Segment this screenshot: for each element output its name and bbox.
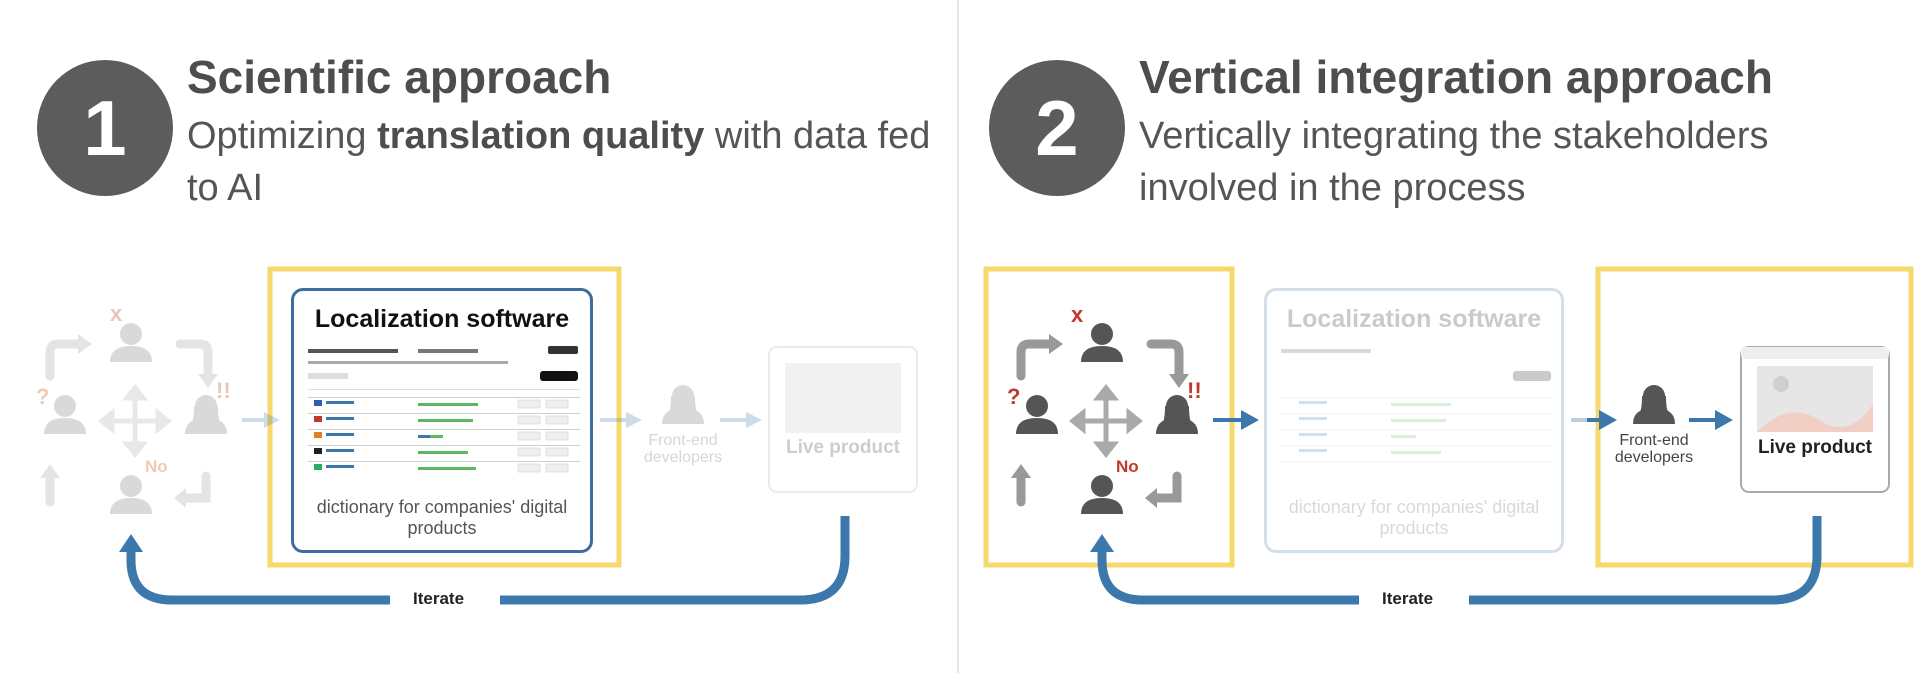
live-product-label: Live product [1757, 437, 1872, 458]
subtitle-emphasis: translation quality [377, 115, 705, 157]
alarm-marker: !! [1187, 378, 1202, 403]
iterate-label: Iterate [405, 589, 473, 609]
move-icon [97, 383, 173, 459]
panel-subtitle: Optimizing translation quality with data… [187, 110, 947, 214]
stakeholder-cluster [40, 323, 227, 514]
software-caption: dictionary for companies' digital produc… [316, 497, 568, 538]
person-icon [1016, 395, 1058, 434]
vertical-integration-panel: 2 Vertical integration approach Vertical… [959, 0, 1917, 673]
developers-label: Front-end developers [643, 432, 723, 466]
cycle-arrow-icon [179, 471, 211, 503]
cycle-arrow-icon [45, 339, 83, 381]
cycle-arrow-icon [1016, 339, 1054, 381]
person-icon [1081, 323, 1123, 362]
localization-software-card: Localization software d [1264, 288, 1564, 553]
alarm-marker: !! [216, 378, 231, 403]
localization-software-card: Localization software [291, 288, 593, 553]
highlight-frame [983, 266, 1235, 568]
rejection-marker: x [110, 301, 123, 326]
software-caption: dictionary for companies' digital produc… [1288, 497, 1540, 538]
highlight-frame [1595, 266, 1914, 568]
panel-title: Scientific approach [187, 51, 612, 103]
flow-arrow [242, 412, 762, 428]
software-title: Localization software [314, 305, 570, 333]
step-number-circle: 1 [37, 60, 173, 196]
cycle-arrow-icon [1146, 339, 1184, 381]
panel-title: Vertical integration approach [1139, 51, 1773, 103]
question-marker: ? [36, 384, 49, 409]
flow-arrow [1213, 410, 1733, 430]
iterate-loop-arrow [126, 516, 850, 605]
live-product-label: Live product [785, 437, 900, 458]
subtitle-text: Optimizing [187, 115, 378, 157]
person-icon [110, 323, 152, 362]
iterate-loop-arrow [1097, 516, 1822, 605]
refusal-marker: No [145, 457, 168, 476]
rejection-marker: x [1071, 302, 1084, 327]
highlight-frame [267, 266, 622, 568]
software-title: Localization software [1286, 305, 1542, 333]
cycle-arrow-icon [175, 339, 213, 381]
iterate-label: Iterate [1374, 589, 1442, 609]
stakeholder-cluster [1011, 323, 1198, 514]
panel-1-diagram: x ? !! No [36, 266, 918, 605]
person-icon [110, 475, 152, 514]
software-screenshot [308, 343, 580, 477]
developer-icon [662, 385, 704, 424]
developers-label: Front-end developers [1614, 432, 1694, 466]
panel-subtitle: Vertically integrating the stakeholders … [1139, 115, 1769, 209]
step-number-circle: 2 [989, 60, 1125, 196]
panel-2-diagram: x ? !! No [983, 266, 1914, 605]
subtitle-text: with data fed to AI [187, 115, 931, 209]
scientific-approach-panel: 1 Scientific approach Optimizing transla… [0, 0, 958, 673]
refusal-marker: No [1116, 457, 1139, 476]
live-product-card [768, 346, 918, 493]
cycle-arrow-icon [1150, 471, 1182, 503]
panel-divider [957, 0, 959, 673]
person-icon [44, 395, 86, 434]
question-marker: ? [1007, 384, 1020, 409]
software-screenshot [1281, 343, 1551, 477]
move-icon [1068, 383, 1144, 459]
live-product-card [1740, 346, 1890, 493]
person-icon [1081, 475, 1123, 514]
developer-icon [1633, 385, 1675, 424]
